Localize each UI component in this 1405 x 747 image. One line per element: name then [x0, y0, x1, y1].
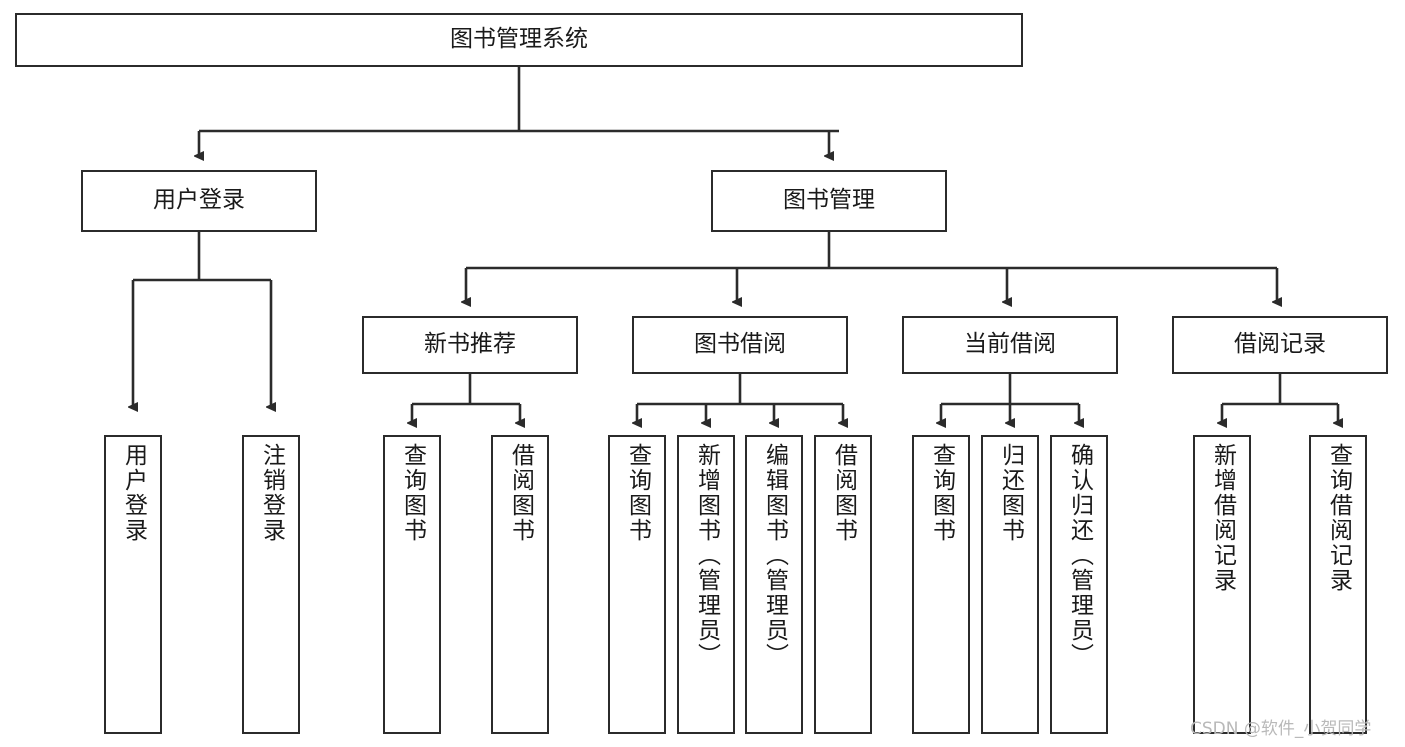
- node-book-management-system[interactable]: 图书管理系统: [15, 13, 1023, 67]
- node-label: 用户登录: [120, 443, 147, 543]
- node-label: 确认归还（管理员）: [1066, 443, 1093, 668]
- node-label: 用户登录: [153, 187, 245, 214]
- node-label: 借阅图书: [830, 443, 857, 543]
- node-leaf-user-login[interactable]: 用户登录: [104, 435, 162, 734]
- node-book-management[interactable]: 图书管理: [711, 170, 947, 232]
- node-book-borrow[interactable]: 图书借阅: [632, 316, 848, 374]
- node-label: 新书推荐: [424, 331, 516, 358]
- node-leaf-user-logout[interactable]: 注销登录: [242, 435, 300, 734]
- node-leaf-query-borrow-record[interactable]: 查询借阅记录: [1309, 435, 1367, 734]
- node-new-book-recommend[interactable]: 新书推荐: [362, 316, 578, 374]
- node-label: 借阅记录: [1234, 331, 1326, 358]
- node-user-login[interactable]: 用户登录: [81, 170, 317, 232]
- node-label: 新增借阅记录: [1209, 443, 1236, 593]
- node-leaf-confirm-return[interactable]: 确认归还（管理员）: [1050, 435, 1108, 734]
- node-borrow-record[interactable]: 借阅记录: [1172, 316, 1388, 374]
- node-label: 图书借阅: [694, 331, 786, 358]
- node-leaf-query-book-recommend[interactable]: 查询图书: [383, 435, 441, 734]
- node-label: 当前借阅: [964, 331, 1056, 358]
- node-leaf-borrow-book-recommend[interactable]: 借阅图书: [491, 435, 549, 734]
- node-label: 图书管理: [783, 187, 875, 214]
- node-leaf-add-borrow-record[interactable]: 新增借阅记录: [1193, 435, 1251, 734]
- node-label: 查询借阅记录: [1325, 443, 1352, 593]
- node-label: 注销登录: [258, 443, 285, 543]
- node-label: 查询图书: [928, 443, 955, 543]
- node-leaf-borrow-book[interactable]: 借阅图书: [814, 435, 872, 734]
- node-leaf-add-book[interactable]: 新增图书（管理员）: [677, 435, 735, 734]
- node-label: 查询图书: [624, 443, 651, 543]
- node-leaf-query-book-current[interactable]: 查询图书: [912, 435, 970, 734]
- node-label: 图书管理系统: [450, 26, 588, 53]
- node-label: 归还图书: [997, 443, 1024, 543]
- node-label: 借阅图书: [507, 443, 534, 543]
- node-leaf-return-book[interactable]: 归还图书: [981, 435, 1039, 734]
- node-label: 编辑图书（管理员）: [761, 443, 788, 668]
- node-label: 新增图书（管理员）: [693, 443, 720, 668]
- node-leaf-query-book-borrow[interactable]: 查询图书: [608, 435, 666, 734]
- node-leaf-edit-book[interactable]: 编辑图书（管理员）: [745, 435, 803, 734]
- csdn-watermark: CSDN @软件_小贺同学: [1190, 719, 1372, 739]
- node-current-borrow[interactable]: 当前借阅: [902, 316, 1118, 374]
- node-label: 查询图书: [399, 443, 426, 543]
